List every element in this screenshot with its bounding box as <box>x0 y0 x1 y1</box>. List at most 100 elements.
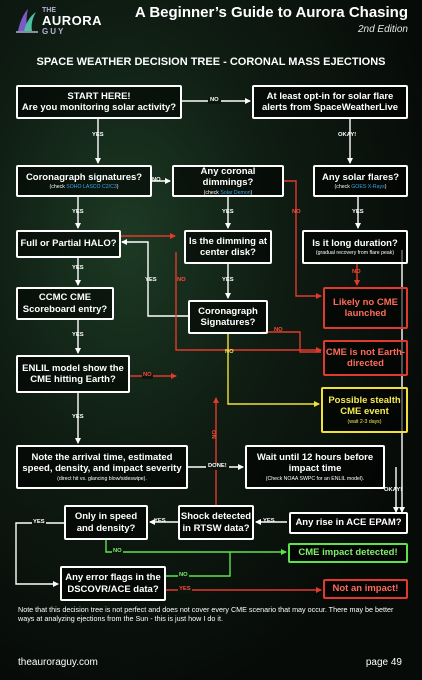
label-okay: OKAY! <box>338 132 357 138</box>
node-halo-text: Full or Partial HALO? <box>20 238 117 250</box>
node-wait: Wait until 12 hours before impact time (… <box>245 445 385 489</box>
node-likely-no-cme: Likely no CME launched <box>323 287 408 329</box>
solar-demon-link[interactable]: Solar Demon <box>220 189 251 196</box>
edge-coronagraphsig-stealth <box>227 334 320 407</box>
node-ccmc: CCMC CME Scoreboard entry? <box>16 287 114 320</box>
node-arrival-sub: (direct hit vs. glancing blow/sideswipe)… <box>57 475 147 482</box>
label-shock-no: NO <box>212 430 218 439</box>
logo-text-guy: GUY <box>42 27 66 36</box>
edition-label: 2nd Edition <box>357 24 408 35</box>
node-ccmc-text: CCMC CME Scoreboard entry? <box>22 292 108 315</box>
node-flares-text: Any solar flares? <box>321 171 400 183</box>
check-prefix: (check <box>334 183 352 190</box>
edge-center-no <box>175 252 322 353</box>
node-stealth-text: Possible stealth CME event <box>328 395 401 418</box>
node-coronagraph-sig: Coronagraph Signatures? <box>188 300 268 334</box>
label-coronagraphsig-yes: YES <box>145 277 157 283</box>
node-wait-text: Wait until 12 hours before impact time <box>256 452 374 475</box>
node-wait-sub: (Check NOAA SWPC for an ENLIL model). <box>265 475 365 482</box>
node-dimmings-check: (check Solar Demon) <box>204 190 253 196</box>
label-done: DONE! <box>206 463 229 470</box>
page-number: page 49 <box>365 657 402 668</box>
check-prefix: (check <box>49 183 67 190</box>
edge-coronagraphsig-halo <box>121 239 188 317</box>
node-halo: Full or Partial HALO? <box>16 230 121 258</box>
node-error-flags-text: Any error flags in the DSCOVR/ACE data? <box>65 572 161 595</box>
goes-xrays-link[interactable]: GOES X-Rays <box>351 183 385 190</box>
edge-dimmings-likelyno <box>284 180 322 299</box>
check-suffix: ) <box>116 183 119 190</box>
node-dimmings-text: Any coronal dimmings? <box>200 166 256 189</box>
aurora-logo-icon <box>16 9 38 33</box>
check-suffix: ) <box>384 183 387 190</box>
node-center-disk-text: Is the dimming at center disk? <box>188 235 268 258</box>
section-title: SPACE WEATHER DECISION TREE - CORONAL MA… <box>36 56 386 68</box>
node-not-earth: CME is not Earth-directed <box>323 340 408 376</box>
node-speed-density: Only in speed and density? <box>64 505 148 540</box>
node-enlil: ENLIL model show the CME hitting Earth? <box>16 355 130 393</box>
node-optin: At least opt-in for solar flare alerts f… <box>252 85 408 119</box>
node-coronagraph-text: Coronagraph signatures? <box>25 171 143 183</box>
node-coronagraph-check: (check SOHO LASCO C2/C3) <box>50 184 119 190</box>
label-epam-yes: YES <box>263 518 275 524</box>
soho-lasco-link[interactable]: SOHO LASCO C2/C3 <box>66 183 117 190</box>
edge-speed-error <box>15 522 64 587</box>
edge-speed-no <box>105 540 287 555</box>
label-start-no: NO <box>208 97 221 104</box>
node-stealth: Possible stealth CME event (wait 2-3 day… <box>321 387 408 433</box>
node-arrival: Note the arrival time, estimated speed, … <box>16 445 188 489</box>
node-start-text: Are you monitoring solar activity? <box>21 102 177 113</box>
label-error-yes: YES <box>178 586 192 593</box>
label-ccmc-yes: YES <box>72 332 84 338</box>
label-dimmings-yes: YES <box>222 209 234 215</box>
node-long-duration-text: Is it long duration? <box>312 237 398 249</box>
label-start-yes: YES <box>92 132 104 138</box>
logo: THE AURORA GUY <box>16 4 108 38</box>
label-flares-yes: YES <box>352 209 364 215</box>
node-impact-text: CME impact detected! <box>298 547 398 559</box>
page-title: A Beginner’s Guide to Aurora Chasing <box>134 4 408 21</box>
node-shock: Shock detected in RTSW data? <box>178 505 254 540</box>
label-coronagraphsig-no: NO <box>274 327 283 333</box>
node-epam: Any rise in ACE EPAM? <box>289 512 408 534</box>
check-suffix: ) <box>250 189 253 196</box>
logo-text-aurora: AURORA <box>42 13 103 28</box>
node-enlil-text: ENLIL model show the CME hitting Earth? <box>22 362 124 385</box>
label-enlil-yes: YES <box>72 414 84 420</box>
edge-error-no <box>166 552 231 577</box>
label-center-no: NO <box>177 277 186 283</box>
node-arrival-text: Note the arrival time, estimated speed, … <box>22 452 182 475</box>
label-enlil-no: NO <box>142 372 153 379</box>
label-halo-yes: YES <box>72 265 84 271</box>
node-speed-density-text: Only in speed and density? <box>74 511 138 534</box>
node-epam-text: Any rise in ACE EPAM? <box>295 517 402 529</box>
label-coronagraphsig-no-yellow: NO <box>225 349 234 355</box>
edge-coronagraphsig-no <box>262 331 321 353</box>
label-error-no: NO <box>178 572 189 579</box>
check-prefix: (check <box>203 189 221 196</box>
node-impact: CME impact detected! <box>288 543 408 563</box>
label-coronagraph-yes: YES <box>72 209 84 215</box>
node-not-impact: Not an impact! <box>323 579 408 599</box>
node-coronagraph: Coronagraph signatures? (check SOHO LASC… <box>16 165 152 197</box>
node-optin-text: At least opt-in for solar flare alerts f… <box>261 90 399 113</box>
node-flares-check: (check GOES X-Rays) <box>335 184 387 190</box>
node-flares: Any solar flares? (check GOES X-Rays) <box>313 165 408 197</box>
label-shock-yes: YES <box>154 518 166 524</box>
label-center-yes: YES <box>222 277 234 283</box>
node-coronagraph-sig-text: Coronagraph Signatures? <box>198 305 258 328</box>
node-start: START HERE! Are you monitoring solar act… <box>16 85 182 119</box>
label-okay-wait: OKAY! <box>384 487 403 493</box>
label-long-no: NO <box>352 269 361 275</box>
footer-url[interactable]: theauroraguy.com <box>18 657 98 668</box>
label-coronagraph-no: NO <box>152 177 161 183</box>
footnote: Note that this decision tree is not perf… <box>18 605 394 624</box>
label-dimmings-no: NO <box>292 209 301 215</box>
label-speed-no: NO <box>112 548 123 555</box>
node-not-impact-text: Not an impact! <box>332 583 399 595</box>
header: THE AURORA GUY A Beginner’s Guide to Aur… <box>0 0 422 46</box>
node-dimmings: Any coronal dimmings? (check Solar Demon… <box>172 165 284 197</box>
node-center-disk: Is the dimming at center disk? <box>184 230 272 264</box>
logo-text-the: THE <box>42 7 56 14</box>
